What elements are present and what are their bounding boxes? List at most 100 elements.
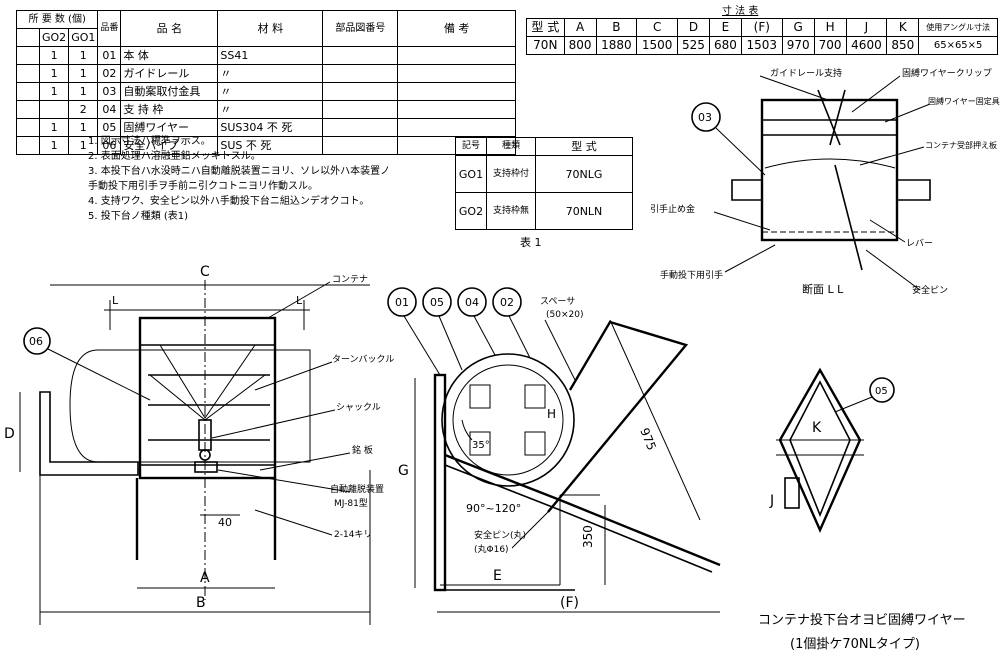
- part-no-header: 部品図番号: [322, 10, 399, 47]
- leader: [544, 319, 576, 381]
- leader: [759, 75, 829, 101]
- dim-b-label: B: [196, 595, 206, 611]
- leader: [254, 361, 333, 391]
- dims-value-cell: 4600: [845, 36, 888, 55]
- material-cell: SS41: [217, 46, 324, 65]
- angle-range-label: 90°~120°: [466, 502, 521, 515]
- name-header: 品 名: [120, 10, 219, 47]
- section-l-right: L: [296, 294, 303, 307]
- dims-header-cell: 型 式: [526, 18, 565, 37]
- callout-auto-release-model: MJ-81型: [334, 498, 368, 509]
- section-l-left: L: [112, 294, 119, 307]
- name-cell: 安全パイプ: [120, 136, 219, 155]
- item-no-cell: 04: [97, 100, 122, 119]
- item-no-cell: 03: [97, 82, 122, 101]
- note-line: 1. 図示寸法ハ標準ヲ示ス。: [88, 136, 211, 147]
- name-cell: 自動案取付金具: [120, 82, 219, 101]
- leader: [217, 469, 351, 493]
- dim-975-label: 975: [637, 426, 659, 452]
- section-view: 03 ガイドレール支持 固縛ワイヤークリップ 固縛ワイヤー固定具 コンテナ受部押…: [650, 67, 1000, 296]
- balloon-05-wire: [869, 377, 895, 403]
- leader: [724, 244, 776, 273]
- note-line: 4. 支持ワク、安全ピン以外ハ手動投下台ニ組込ンデオクコト。: [88, 196, 370, 207]
- dims-value-cell: 850: [886, 36, 920, 55]
- dims-value-cell: 700: [813, 36, 847, 55]
- balloon-03: [691, 102, 721, 132]
- callout-plate: 銘 板: [352, 444, 373, 456]
- note-line: 3. 本投下台ハ水没時ニハ自動離脱装置ニヨリ、ソレ以外ハ本装置ノ: [88, 166, 391, 177]
- wire-clips: [817, 89, 846, 146]
- balloon-04: [457, 287, 487, 317]
- balloon-02-text: 02: [500, 296, 514, 309]
- item-no-cell: 05: [97, 118, 122, 137]
- name-cell: 固縛ワイヤー: [120, 118, 219, 137]
- leader: [211, 409, 336, 439]
- wire-loop-inner: [789, 380, 851, 518]
- remarks-header: 備 考: [397, 10, 516, 47]
- safety-pin-size: (丸Φ16): [474, 543, 509, 555]
- front-frame: [138, 316, 277, 480]
- lever: [834, 164, 863, 271]
- auto-release-device: [194, 461, 218, 473]
- leader: [884, 103, 931, 123]
- support-frame: [547, 320, 689, 513]
- leader: [713, 211, 771, 231]
- lever-label: レバー: [906, 238, 933, 249]
- type-table-caption: 表 1: [520, 236, 542, 249]
- balloon-04-text: 04: [465, 296, 479, 309]
- material-cell: SUS 不 死: [217, 136, 324, 155]
- item-no-header: 品番: [97, 10, 122, 47]
- dims-table-title: 寸 法 表: [722, 6, 759, 17]
- wire-view: 05 K J: [769, 367, 895, 533]
- leader: [865, 249, 921, 291]
- dims-value-cell: 70N: [526, 36, 565, 55]
- container-drum-inner: [452, 364, 564, 476]
- balloon-05-wire-text: 05: [875, 386, 888, 397]
- left-bracket: [39, 391, 139, 476]
- dim-h-label: H: [547, 407, 556, 421]
- drum-windows: [469, 384, 546, 456]
- leader: [834, 396, 873, 413]
- name-cell: 支 持 枠: [120, 100, 219, 119]
- container-support-label: コンテナ受部押え板: [925, 140, 997, 150]
- material-cell: SUS304 不 死: [217, 118, 324, 137]
- title-line-1: コンテナ投下台オヨビ固縛ワイヤー: [758, 612, 966, 628]
- guide-rail-lower: [444, 464, 713, 573]
- dims-value-cell: 1503: [740, 36, 783, 55]
- stopper-label: 引手止め金: [650, 203, 695, 215]
- section-container: [764, 158, 896, 169]
- wire-fixture-label: 固縛ワイヤー固定具: [928, 96, 1000, 106]
- side-view: 01 05 04 02 スペーサ (50×20) 35° 90°~120° 97…: [387, 287, 721, 613]
- dims-value-cell: 680: [708, 36, 742, 55]
- safety-pin-section-label: 安全ピン: [912, 284, 948, 296]
- container-drum: [441, 353, 575, 487]
- dim-g-label: G: [398, 463, 409, 479]
- dims-value-cell: 970: [781, 36, 815, 55]
- wire-loop: [778, 367, 862, 533]
- dim-c-label: C: [200, 264, 210, 280]
- leader: [259, 452, 351, 471]
- balloon-05-text: 05: [430, 296, 444, 309]
- side-flanges: [731, 179, 931, 201]
- balloon-05: [422, 287, 452, 317]
- balloon-03-text: 03: [698, 111, 712, 124]
- dims-value-cell: 1880: [595, 36, 638, 55]
- leader: [47, 348, 151, 401]
- type-kind: 支持枠付: [486, 155, 536, 193]
- section-frame: [760, 98, 899, 242]
- leader: [267, 281, 331, 319]
- balloon-06-text: 06: [29, 335, 43, 348]
- leader: [254, 509, 333, 536]
- dim-d-label: D: [4, 426, 15, 442]
- callout-turnbuckle: ターンバックル: [332, 354, 394, 365]
- leader: [438, 315, 463, 371]
- section-title: 断面 L L: [802, 282, 844, 296]
- balloon-01: [387, 287, 417, 317]
- dim-k-label: K: [812, 420, 822, 436]
- callout-auto-release: 自動離脱装置: [330, 483, 384, 495]
- dim-a-label: A: [200, 570, 210, 586]
